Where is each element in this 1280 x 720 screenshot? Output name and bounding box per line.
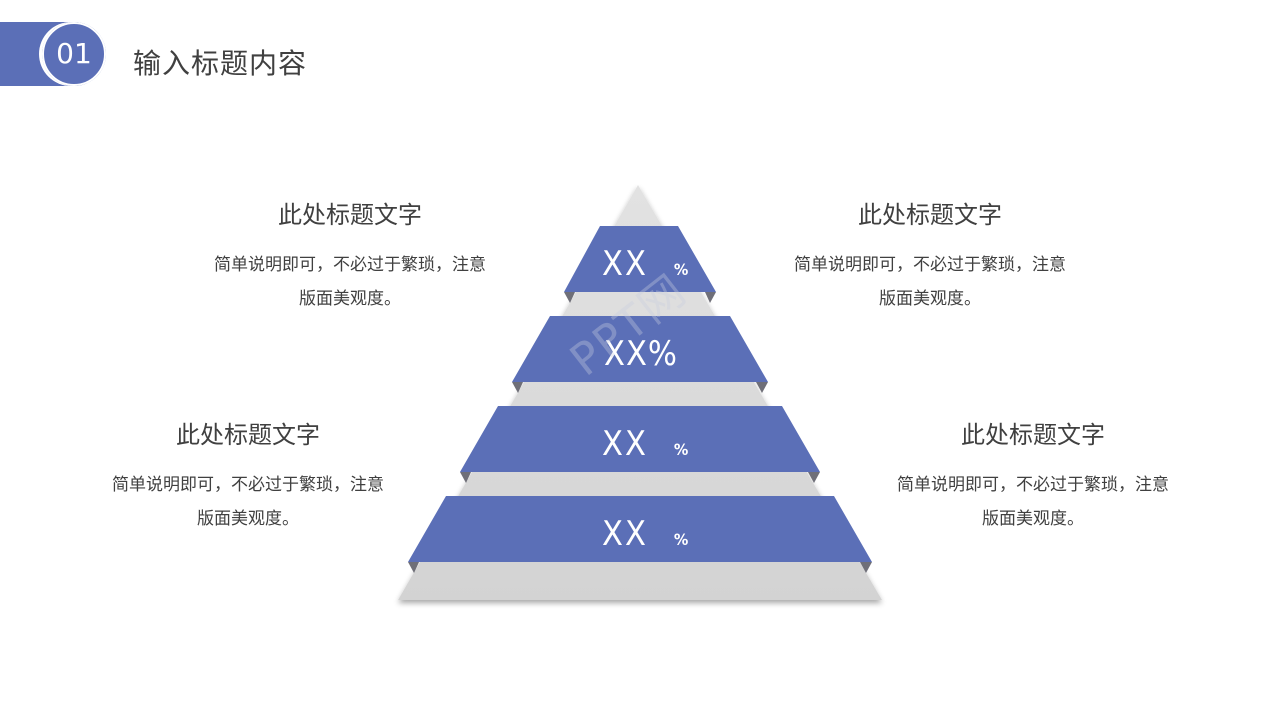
bottom-left-description-line-1: 简单说明即可，不必过于繁琐，注意 <box>112 475 384 495</box>
pyramid-step-4-value: XX <box>602 514 648 554</box>
pyramid-step-2 <box>512 316 768 382</box>
top-right-description-line-2: 版面美观度。 <box>879 289 981 309</box>
pyramid-step-1-value: XX <box>602 244 648 284</box>
pyramid-step-1-label: XX% <box>602 244 688 284</box>
top-left-description-line-1: 简单说明即可，不必过于繁琐，注意 <box>214 255 486 275</box>
pyramid-step-2-label: XX% <box>604 334 678 374</box>
pyramid-step-4 <box>408 496 872 562</box>
pyramid-step-2-fold-left <box>512 382 523 393</box>
pyramid-step-2-fold-right <box>756 382 768 393</box>
pyramid-step-3-label: XX% <box>602 424 688 464</box>
pyramid-step-1-fold-left <box>564 292 575 303</box>
pyramid-step-3-value: XX <box>602 424 648 464</box>
pyramid-step-2-value: XX% <box>604 334 678 374</box>
pyramid-step-4-fold-left <box>408 562 419 573</box>
section-number-ring <box>42 22 106 86</box>
pyramid-step-4-fold-right <box>860 562 872 573</box>
pyramid-step-3 <box>460 406 820 472</box>
top-left-description-line-2: 版面美观度。 <box>299 289 401 309</box>
pyramid-step-3-fold-right <box>808 472 820 483</box>
bottom-right-heading: 此处标题文字 <box>961 421 1105 449</box>
bottom-left-heading: 此处标题文字 <box>176 421 320 449</box>
top-left-heading: 此处标题文字 <box>278 201 422 229</box>
pyramid-step-3-unit: % <box>673 440 689 459</box>
pyramid-step-1 <box>564 226 716 292</box>
top-right-heading: 此处标题文字 <box>858 201 1002 229</box>
pyramid-step-4-unit: % <box>673 530 689 549</box>
bottom-right-description-line-1: 简单说明即可，不必过于繁琐，注意 <box>897 475 1169 495</box>
section-number: 01 <box>56 37 92 70</box>
bottom-right-description-line-2: 版面美观度。 <box>982 509 1084 529</box>
pyramid-step-4-label: XX% <box>602 514 688 554</box>
top-right-description-line-1: 简单说明即可，不必过于繁琐，注意 <box>794 255 1066 275</box>
pyramid-step-3-fold-left <box>460 472 471 483</box>
bottom-left-description-line-2: 版面美观度。 <box>197 509 299 529</box>
page-title: 输入标题内容 <box>133 47 308 80</box>
pyramid-step-1-fold-right <box>705 292 716 303</box>
pyramid-step-1-unit: % <box>673 260 689 279</box>
